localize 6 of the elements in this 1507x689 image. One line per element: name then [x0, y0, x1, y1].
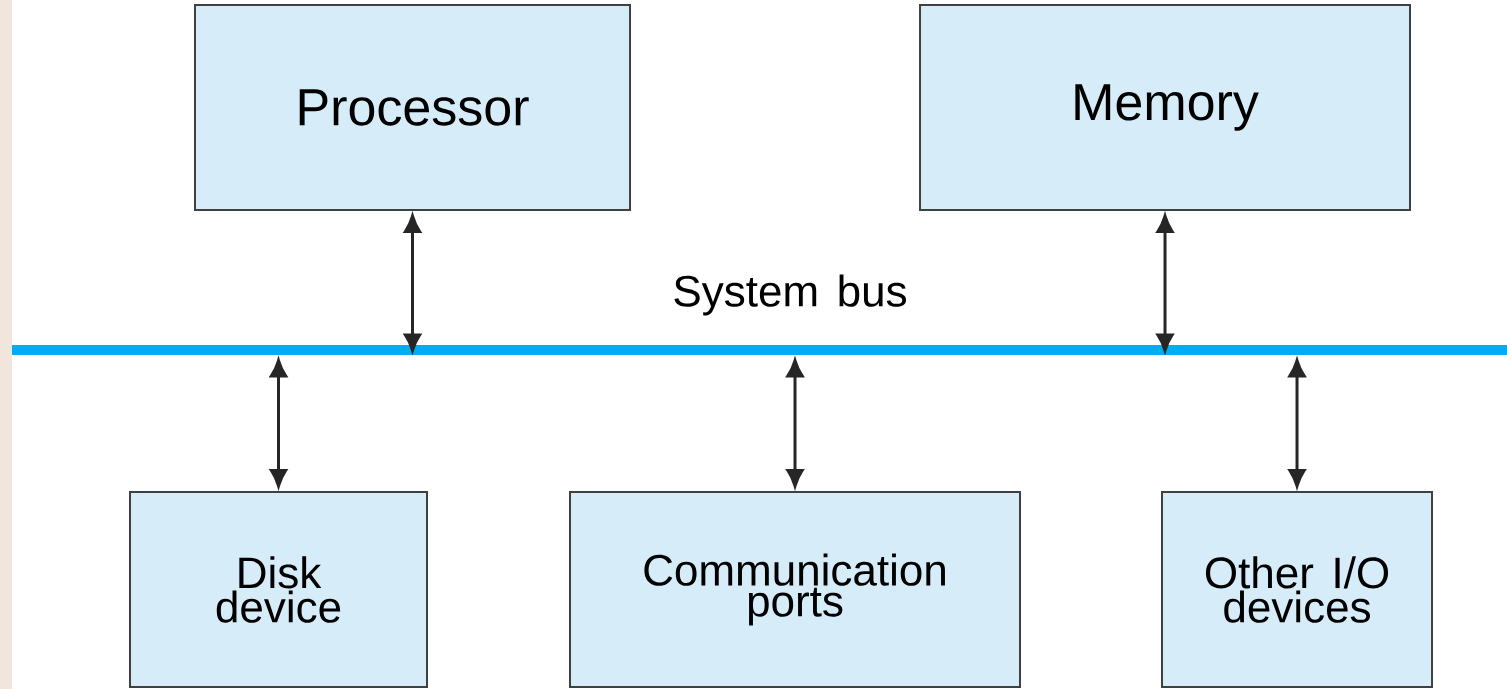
component-box: Memory — [919, 4, 1411, 211]
component-box: Processor — [194, 4, 631, 211]
component-box: Disk device — [129, 491, 428, 688]
bus-label: System bus — [674, 274, 906, 316]
component-box: Other I/O devices — [1161, 491, 1433, 688]
component-box: Communication ports — [569, 491, 1021, 688]
